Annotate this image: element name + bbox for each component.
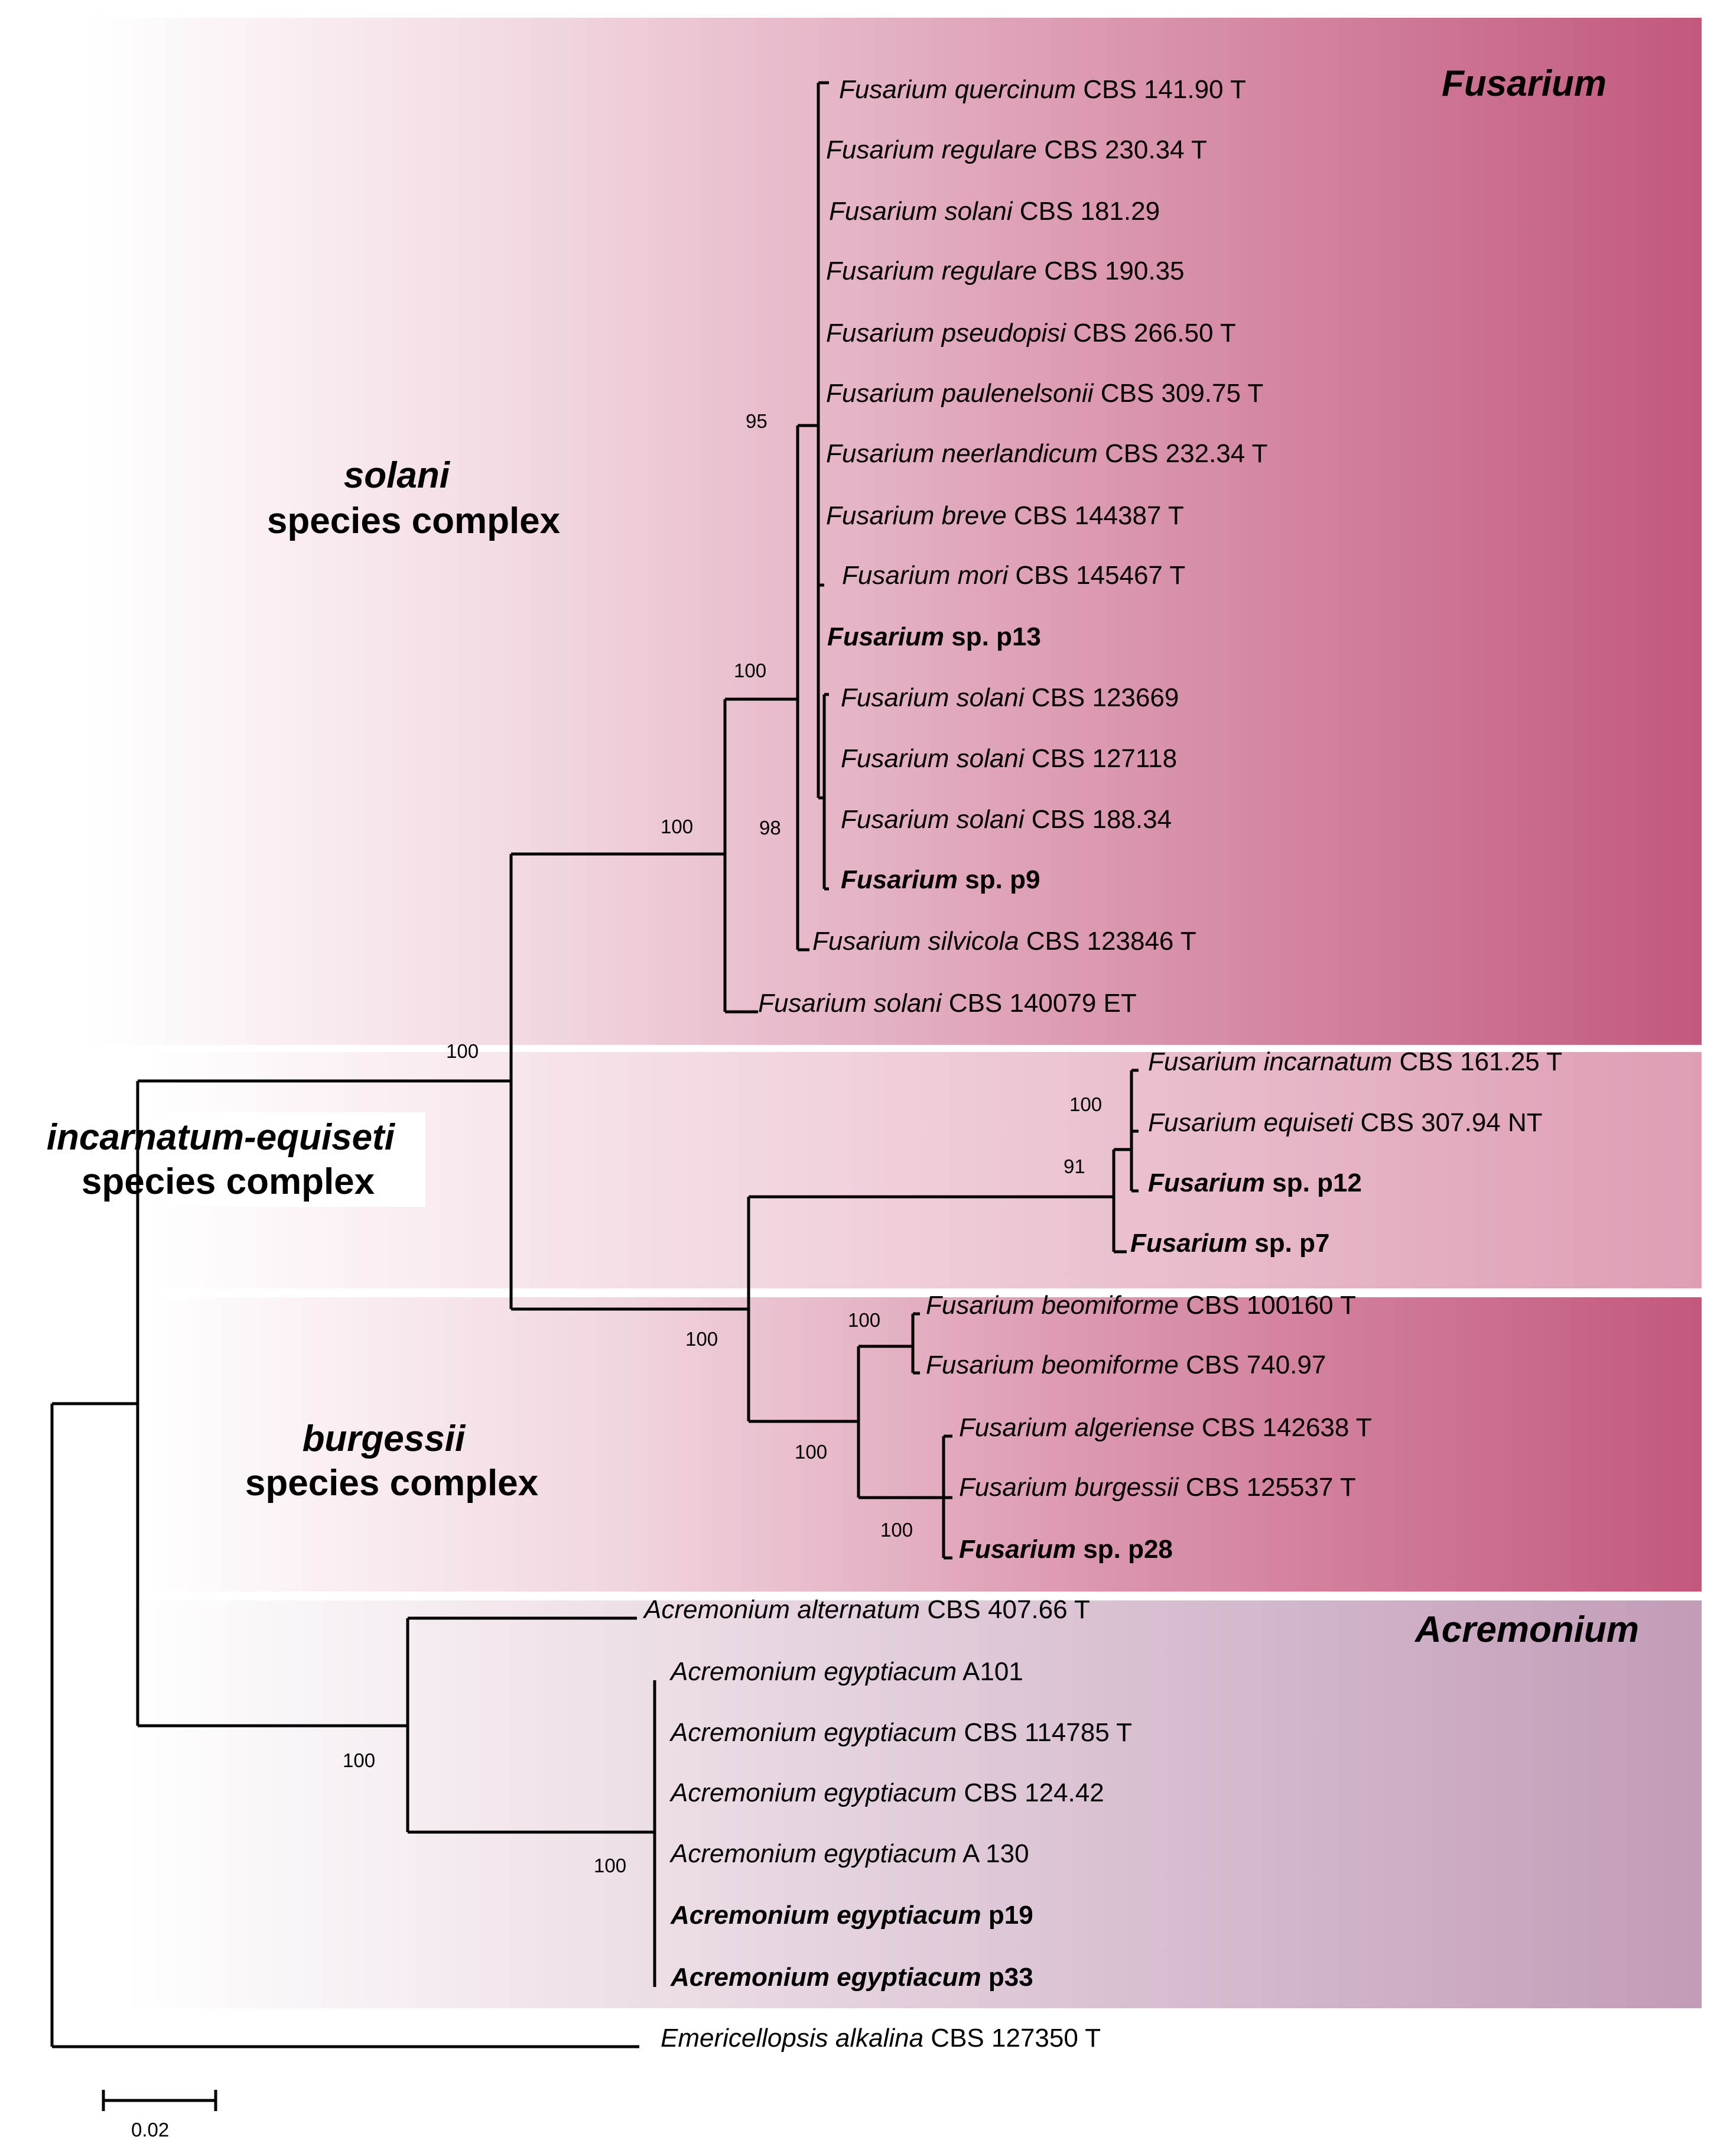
taxon-label: Fusarium equiseti CBS 307.94 NT xyxy=(1148,1108,1543,1137)
incarnatum-label-box xyxy=(30,1112,425,1207)
taxon-label: Fusarium paulenelsonii CBS 309.75 T xyxy=(826,379,1263,408)
taxon-label: Fusarium sp. p12 xyxy=(1148,1168,1362,1197)
support-values: 95 100 100 98 100 100 91 100 100 100 100 100 100 xyxy=(343,410,1102,1876)
taxon-label: Fusarium sp. p9 xyxy=(841,865,1040,894)
support-value: 95 xyxy=(746,410,768,432)
complex-label-incarnatum: incarnatum-equiseti species complex xyxy=(47,1117,405,1202)
taxon-label: Fusarium beomiforme CBS 740.97 xyxy=(926,1350,1326,1379)
taxon-label: Fusarium regulare CBS 230.34 T xyxy=(826,135,1207,164)
taxon-label: Fusarium solani CBS 188.34 xyxy=(841,805,1172,834)
taxon-label: Emericellopsis alkalina CBS 127350 T xyxy=(661,2024,1101,2053)
taxon-label: Fusarium burgessii CBS 125537 T xyxy=(959,1473,1356,1502)
taxon-label: Fusarium pseudopisi CBS 266.50 T xyxy=(826,319,1236,348)
taxon-label: Fusarium mori CBS 145467 T xyxy=(842,561,1185,590)
taxon-label: Acremonium egyptiacum p33 xyxy=(670,1963,1033,1992)
taxon-label: Fusarium solani CBS 181.29 xyxy=(829,197,1160,226)
taxon-label: Fusarium solani CBS 123669 xyxy=(841,683,1179,712)
support-value: 100 xyxy=(661,816,693,837)
taxon-label: Fusarium incarnatum CBS 161.25 T xyxy=(1148,1047,1562,1076)
solani-band xyxy=(89,18,1702,1045)
taxon-label: Fusarium solani CBS 140079 ET xyxy=(758,989,1137,1018)
taxon-label: Fusarium sp. p7 xyxy=(1130,1229,1329,1258)
support-value: 100 xyxy=(594,1855,626,1876)
complex-label-burgessii: burgessii species complex xyxy=(245,1418,539,1504)
support-value: 100 xyxy=(848,1309,880,1331)
taxon-label: Fusarium regulare CBS 190.35 xyxy=(826,256,1185,285)
support-value: 100 xyxy=(880,1519,913,1541)
taxa-labels: Fusarium quercinum CBS 141.90 T Fusarium … xyxy=(642,75,1562,2053)
support-value: 100 xyxy=(343,1749,375,1771)
burgessii-band xyxy=(148,1297,1702,1592)
taxon-label: Fusarium beomiforme CBS 100160 T xyxy=(926,1291,1356,1320)
taxon-label: Fusarium silvicola CBS 123846 T xyxy=(812,927,1196,956)
taxon-label: Fusarium solani CBS 127118 xyxy=(841,744,1177,773)
taxon-label: Acremonium egyptiacum CBS 124.42 xyxy=(669,1778,1104,1807)
support-value: 100 xyxy=(446,1040,479,1062)
support-value: 100 xyxy=(685,1328,718,1350)
support-value: 100 xyxy=(734,660,766,681)
taxon-label: Acremonium egyptiacum A 130 xyxy=(669,1839,1029,1868)
tree-branches xyxy=(50,81,1139,2111)
complex-label-solani: solani species complex xyxy=(267,455,561,541)
support-value: 98 xyxy=(759,817,781,839)
group-title-acremonium: Acremonium xyxy=(1414,1609,1639,1650)
taxon-label: Fusarium neerlandicum CBS 232.34 T xyxy=(826,439,1268,468)
support-value: 91 xyxy=(1064,1155,1085,1177)
support-value: 100 xyxy=(795,1441,827,1463)
taxon-label: Fusarium breve CBS 144387 T xyxy=(826,501,1184,530)
taxon-label: Fusarium quercinum CBS 141.90 T xyxy=(839,75,1246,104)
taxon-label: Acremonium egyptiacum CBS 114785 T xyxy=(669,1718,1132,1747)
taxon-label: Fusarium algeriense CBS 142638 T xyxy=(959,1413,1372,1442)
support-value: 100 xyxy=(1069,1093,1102,1115)
taxon-label: Acremonium egyptiacum p19 xyxy=(670,1901,1033,1930)
taxon-label: Acremonium egyptiacum A101 xyxy=(669,1657,1023,1686)
taxon-label: Fusarium sp. p13 xyxy=(827,622,1041,651)
scale-bar-line xyxy=(102,2090,217,2111)
group-title-fusarium: Fusarium xyxy=(1442,63,1607,104)
taxon-label: Acremonium alternatum CBS 407.66 T xyxy=(642,1595,1090,1624)
acremonium-band xyxy=(130,1600,1702,2008)
scale-bar-label: 0.02 xyxy=(131,2119,169,2141)
taxon-label: Fusarium sp. p28 xyxy=(959,1535,1173,1564)
